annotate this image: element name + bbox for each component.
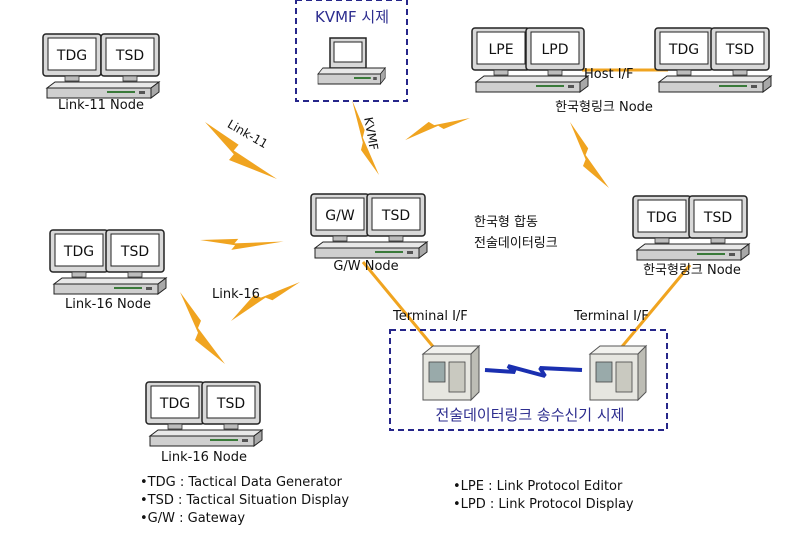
terminal-line-right — [613, 264, 692, 356]
screen-korean-right-left: TDG — [646, 210, 677, 226]
legend-gw: •G/W : Gateway — [140, 511, 246, 526]
caption-link16-bottom-node: Link-16 Node — [161, 450, 247, 465]
node-gw — [310, 193, 428, 259]
screen-korean-lpe: LPE — [488, 42, 513, 58]
node-korean-right — [632, 195, 750, 261]
bolt-link16-left — [200, 213, 284, 269]
kvmf-title: KVMF 시제 — [314, 8, 390, 26]
screen-gw-right: TSD — [381, 208, 410, 224]
caption-korean-right-node: 한국형링크 Node — [643, 263, 741, 278]
korean-joint-link-line1: 한국형 합동 — [474, 215, 538, 230]
legend-tdg: •TDG : Tactical Data Generator — [140, 475, 342, 490]
link16-label: Link-16 — [212, 287, 260, 302]
legend-tsd: •TSD : Tactical Situation Display — [140, 493, 350, 508]
screen-link16-bottom-left: TDG — [159, 396, 190, 412]
node-korean-top-2 — [654, 27, 772, 93]
caption-link16-left-node: Link-16 Node — [65, 297, 151, 312]
caption-gw-node: G/W Node — [333, 259, 399, 274]
bolt-link16-bottom-a — [180, 292, 225, 364]
node-link11 — [42, 33, 160, 99]
screen-link16-left-left: TDG — [63, 244, 94, 260]
kvmf-computer — [317, 37, 386, 85]
transceiver-right-device — [588, 344, 648, 402]
caption-host-if: Host I/F — [584, 67, 634, 82]
legend-lpe: •LPE : Link Protocol Editor — [453, 479, 623, 494]
radio-link-zigzag — [484, 364, 583, 378]
terminal-if-left: Terminal I/F — [393, 309, 468, 324]
terminal-if-lines — [361, 68, 692, 356]
screen-link11-left: TDG — [56, 48, 87, 64]
transceiver-box — [389, 329, 668, 431]
node-link16-left — [49, 229, 167, 295]
transceiver-left-device — [421, 344, 481, 402]
screen-korean-tdg: TDG — [668, 42, 699, 58]
terminal-line-left — [361, 261, 442, 356]
screen-link16-left-right: TSD — [120, 244, 149, 260]
terminal-if-right: Terminal I/F — [574, 309, 649, 324]
legend-lpd: •LPD : Link Protocol Display — [453, 497, 634, 512]
caption-korean-top-node: 한국형링크 Node — [555, 100, 653, 115]
node-link16-bottom — [145, 381, 263, 447]
korean-joint-link-line2: 전술데이터링크 — [474, 236, 558, 251]
caption-link11-node: Link-11 Node — [58, 98, 144, 113]
screen-korean-lpd: LPD — [541, 42, 568, 58]
legend-right: •LPE : Link Protocol Editor •LPD : Link … — [453, 478, 634, 514]
bolt-korean-right — [570, 122, 609, 188]
node-korean-top — [471, 27, 589, 93]
screen-link16-bottom-right: TSD — [216, 396, 245, 412]
transceiver-title: 전술데이터링크 송수신기 시제 — [435, 406, 625, 424]
bolt-korean-top — [405, 107, 470, 151]
screen-korean-right-right: TSD — [703, 210, 732, 226]
screen-korean-tsd: TSD — [725, 42, 754, 58]
screen-link11-right: TSD — [115, 48, 144, 64]
legend-left: •TDG : Tactical Data Generator •TSD : Ta… — [140, 474, 349, 528]
screen-gw-left: G/W — [325, 208, 355, 224]
kvmf-box — [295, 0, 408, 102]
